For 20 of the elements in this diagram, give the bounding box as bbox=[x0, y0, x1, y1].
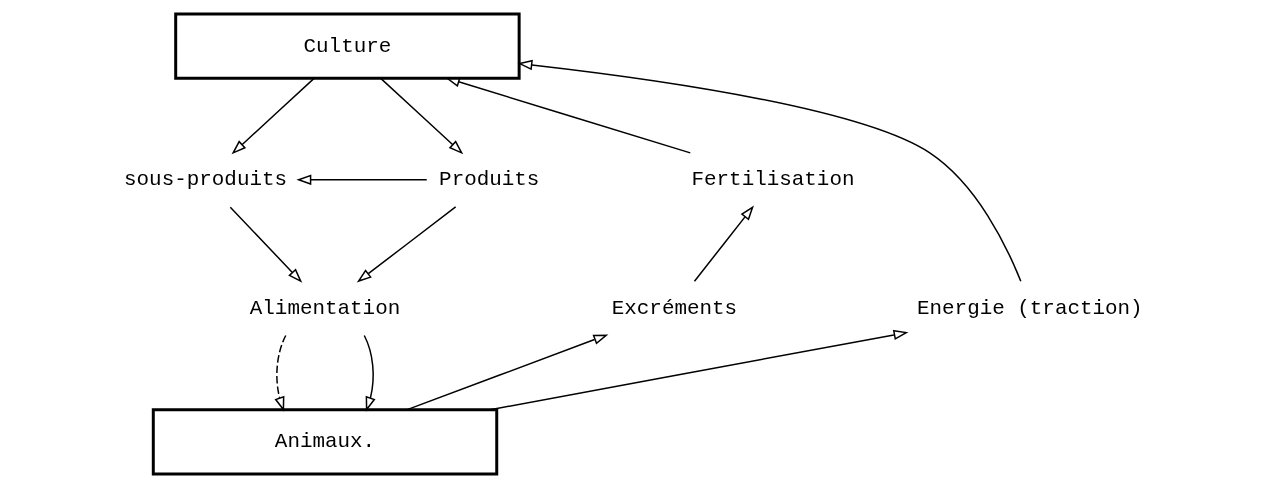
node-text: Alimentation bbox=[249, 296, 400, 320]
arrow bbox=[489, 329, 908, 411]
node-box: Animaux. bbox=[151, 408, 498, 476]
arrow bbox=[444, 77, 691, 154]
arrow bbox=[295, 174, 427, 185]
node-text: Fertilisation bbox=[691, 168, 854, 192]
arrow bbox=[379, 77, 463, 155]
node-box: Culture bbox=[173, 12, 521, 80]
arrow bbox=[405, 334, 608, 411]
arrow bbox=[363, 334, 376, 412]
node-text: Produits bbox=[438, 168, 539, 192]
arrow bbox=[516, 59, 1022, 283]
arrow bbox=[693, 205, 754, 282]
node-text: Energie (traction) bbox=[916, 296, 1143, 320]
node-text: sous-produits bbox=[123, 168, 287, 192]
arrow bbox=[274, 334, 286, 412]
arrow bbox=[356, 206, 456, 283]
arrow bbox=[229, 206, 302, 283]
node-text: Excréments bbox=[611, 296, 737, 320]
arrow bbox=[231, 77, 315, 155]
